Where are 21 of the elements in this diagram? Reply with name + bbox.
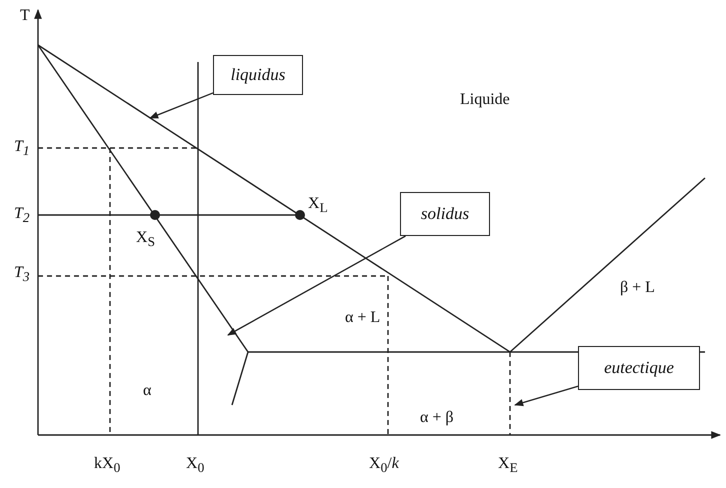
callout-box: solidus (400, 192, 490, 236)
leader-arrow (227, 235, 406, 336)
tick-label: X$_{E}$ (498, 456, 518, 475)
phase-label: Liquide (460, 92, 510, 108)
phase-label: α + L (345, 310, 380, 326)
phase-label: β + L (620, 280, 655, 296)
leader-arrow (149, 92, 214, 119)
temperature-label: T$_{3}$ (14, 265, 30, 284)
tick-label: X$_{0}$/k (369, 456, 399, 475)
tick-label: kX$_{0}$ (94, 456, 120, 475)
leader-arrow (514, 386, 578, 406)
axis-label: T (20, 8, 30, 24)
tick-label: X$_{0}$ (186, 456, 204, 475)
temperature-label: T$_{2}$ (14, 206, 30, 225)
callout-box: liquidus (213, 55, 303, 95)
point-label: X$_{S}$ (136, 230, 155, 249)
point-label: X$_{L}$ (308, 196, 328, 215)
callout-box: eutectique (578, 346, 700, 390)
temperature-label: T$_{1}$ (14, 139, 30, 158)
phase-label: α + β (420, 410, 454, 426)
phase-label: α (143, 383, 152, 399)
